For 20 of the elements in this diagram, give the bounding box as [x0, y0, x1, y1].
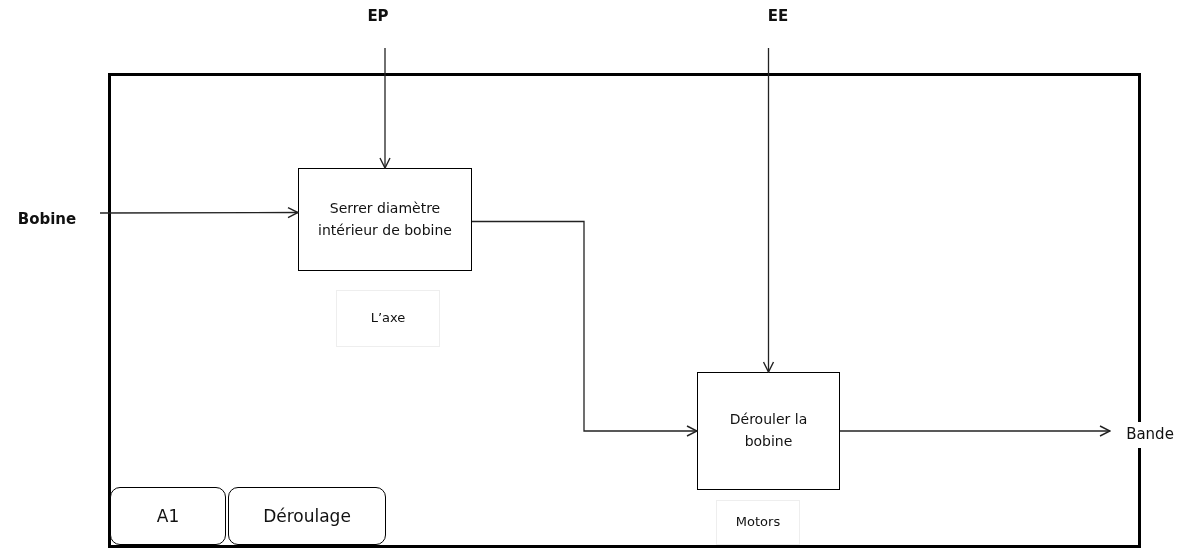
- box-label: L’axe: [370, 309, 406, 328]
- flow-label: EE: [767, 6, 789, 28]
- process-box: [697, 372, 840, 490]
- arrow: [379, 47, 391, 169]
- tab-box: [110, 487, 226, 545]
- box-label: Dérouler la bobine: [728, 410, 809, 451]
- tab-box: [228, 487, 386, 545]
- box-label: Motors: [735, 513, 781, 532]
- process-box: [298, 168, 472, 271]
- arrow: [839, 425, 1111, 437]
- arrow: [471, 220, 698, 437]
- flow-label: Bobine: [17, 209, 77, 231]
- box-label: Serrer diamètre intérieur de bobine: [317, 198, 453, 240]
- arrow: [99, 206, 299, 219]
- box-label: Déroulage: [263, 504, 351, 528]
- box-label: A1: [156, 504, 180, 528]
- arrow: [762, 47, 775, 373]
- flow-label: Bande: [1126, 424, 1174, 446]
- flow-label: EP: [367, 6, 389, 28]
- mechanism-box: [716, 500, 800, 545]
